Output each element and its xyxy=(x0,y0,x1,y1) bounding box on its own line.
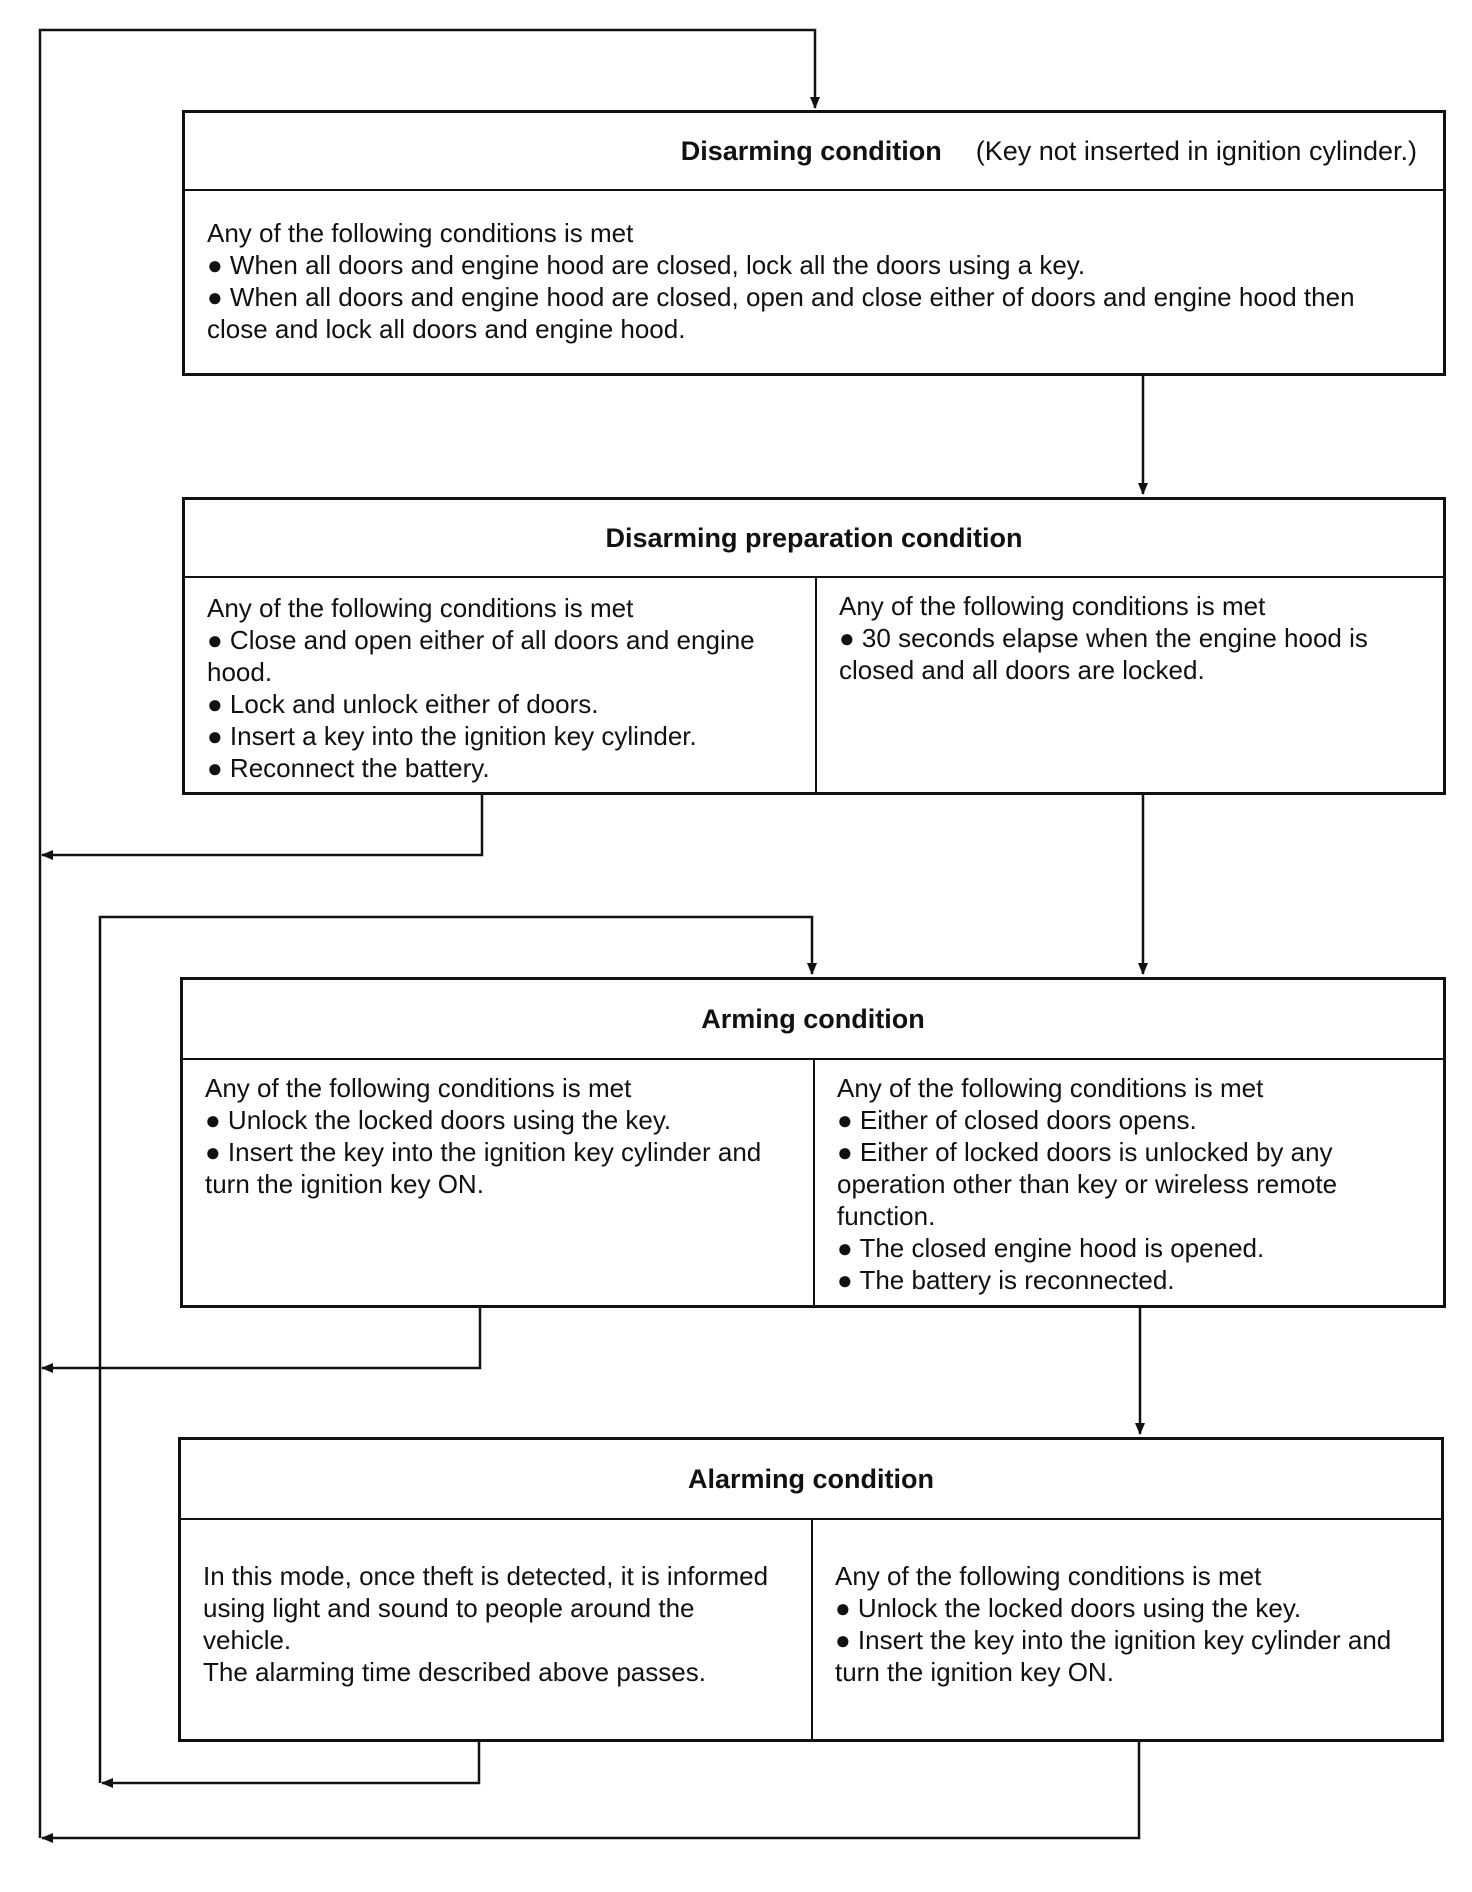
alarming-condition-header: Alarming condition xyxy=(181,1440,1441,1520)
preparation-condition-right-text: Any of the following conditions is met ●… xyxy=(839,591,1368,685)
arming-condition-box: Arming condition Any of the following co… xyxy=(180,977,1446,1308)
preparation-column-divider xyxy=(815,578,817,792)
arming-condition-left-text: Any of the following conditions is met ●… xyxy=(205,1073,762,1199)
alarming-condition-title: Alarming condition xyxy=(688,1463,934,1494)
arming-condition-title: Arming condition xyxy=(701,1003,925,1034)
arrow-alarming-to-disarming xyxy=(41,1740,1141,1843)
alarming-column-divider xyxy=(811,1520,813,1739)
disarming-condition-header: Disarming condition (Key not inserted in… xyxy=(185,113,1443,191)
arming-column-divider xyxy=(813,1060,815,1305)
preparation-condition-box: Disarming preparation condition Any of t… xyxy=(182,497,1446,795)
arming-condition-header: Arming condition xyxy=(183,980,1443,1060)
alarming-condition-right-text: Any of the following conditions is met ●… xyxy=(835,1561,1392,1687)
preparation-condition-header: Disarming preparation condition xyxy=(185,500,1443,578)
alarming-condition-box: Alarming condition In this mode, once th… xyxy=(178,1437,1444,1742)
disarming-condition-note: (Key not inserted in ignition cylinder.) xyxy=(975,135,1417,166)
arrow-alarming-to-arming xyxy=(101,1740,481,1788)
arrow-arming-to-disarming xyxy=(41,1306,482,1373)
arrow-preparation-to-disarming xyxy=(41,793,484,860)
arming-condition-right-text: Any of the following conditions is met ●… xyxy=(837,1073,1338,1295)
disarming-condition-title: Disarming condition xyxy=(680,135,942,166)
return-arrow-to-disarming xyxy=(38,28,820,1838)
disarming-condition-box: Disarming condition (Key not inserted in… xyxy=(182,110,1446,376)
preparation-condition-left-text: Any of the following conditions is met ●… xyxy=(207,593,755,783)
return-arrow-to-arming xyxy=(98,915,817,1783)
alarming-condition-left-text: In this mode, once theft is detected, it… xyxy=(203,1561,769,1687)
disarming-condition-text: Any of the following conditions is met ●… xyxy=(207,218,1355,344)
preparation-condition-title: Disarming preparation condition xyxy=(605,522,1023,553)
